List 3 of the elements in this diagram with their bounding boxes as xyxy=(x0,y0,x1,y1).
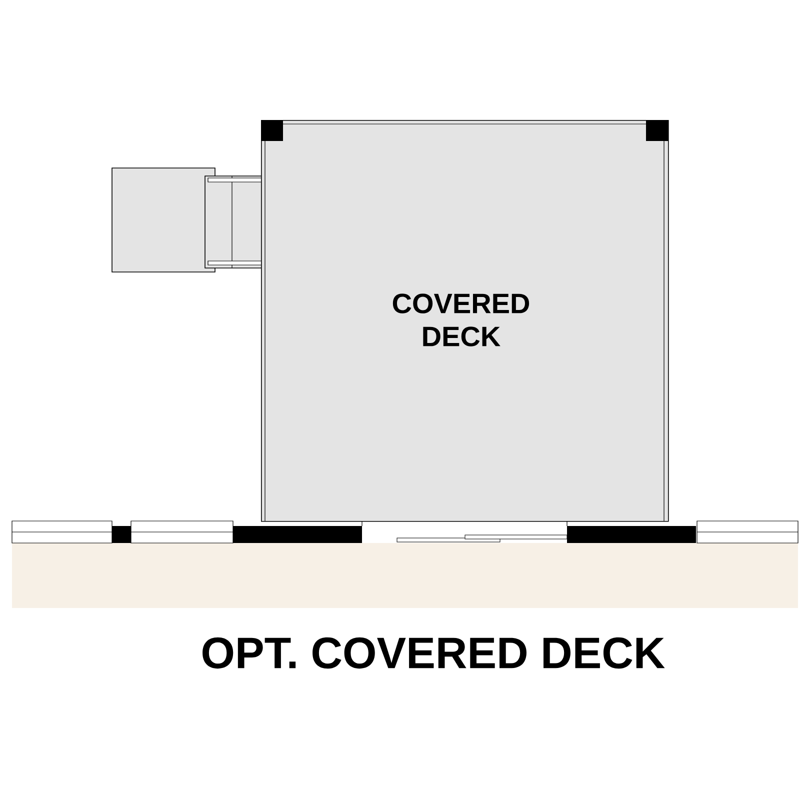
plan-title: OPT. COVERED DECK xyxy=(202,637,665,669)
deck-area xyxy=(261,120,669,522)
room-label: COVERED DECK xyxy=(392,294,530,346)
